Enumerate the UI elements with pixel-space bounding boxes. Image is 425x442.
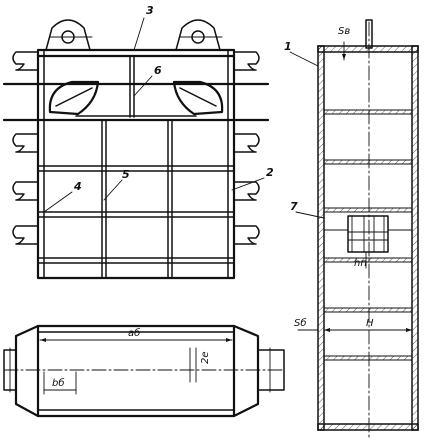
callout-3: 3 [146, 4, 154, 17]
section-view: hп H Sб Sв 1 7 [284, 19, 419, 439]
callout-6: 6 [154, 64, 162, 77]
clamps-left [12, 51, 39, 245]
partition-detail [323, 215, 413, 253]
dim-height: H [366, 318, 374, 329]
chute-right [172, 80, 224, 116]
callout-4: 4 [73, 180, 82, 193]
dim-partition-height: hп [354, 258, 367, 269]
front-view: 3 6 2 4 5 [2, 4, 274, 280]
dim-side-wall: Sв [338, 26, 350, 37]
lifting-lug-left [45, 19, 93, 51]
clamps-right [233, 51, 260, 245]
callout-2: 2 [266, 166, 274, 179]
chute-left [48, 80, 100, 116]
dim-slot: 2e [200, 351, 211, 364]
callout-5: 5 [122, 168, 130, 181]
dim-outlet-width: bб [52, 377, 65, 389]
callout-7: 7 [290, 200, 298, 213]
plan-view: aб bб 2e [3, 324, 286, 418]
lifting-lug-right [175, 19, 223, 51]
dim-body-length: aб [128, 327, 140, 339]
dim-bottom-thickness: Sб [294, 317, 307, 329]
callout-1: 1 [284, 40, 292, 53]
front-frame [36, 48, 236, 280]
plan-body [36, 324, 236, 418]
left-wall [317, 45, 325, 431]
right-wall [411, 45, 419, 431]
